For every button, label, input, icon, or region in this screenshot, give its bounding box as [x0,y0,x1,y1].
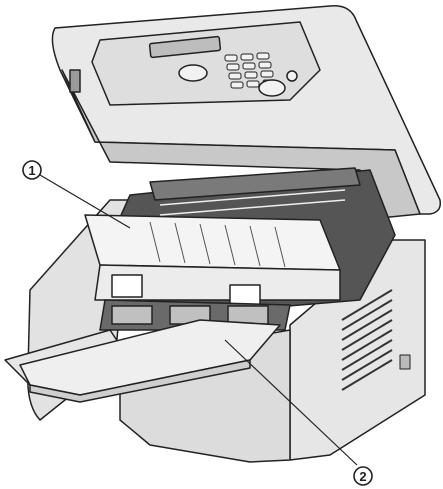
navigator-key [179,65,207,81]
cartridge-top [85,215,340,270]
start-button [259,80,285,96]
callout-1-label: 1 [28,163,35,178]
hinge-left [70,70,80,92]
usb-port [400,355,410,369]
callout-2-label: 2 [359,469,366,484]
callout-1-group: 1 [23,161,130,228]
cartridge-handle-left [112,275,142,297]
toner-cartridge [85,215,340,307]
stop-button [287,71,297,81]
